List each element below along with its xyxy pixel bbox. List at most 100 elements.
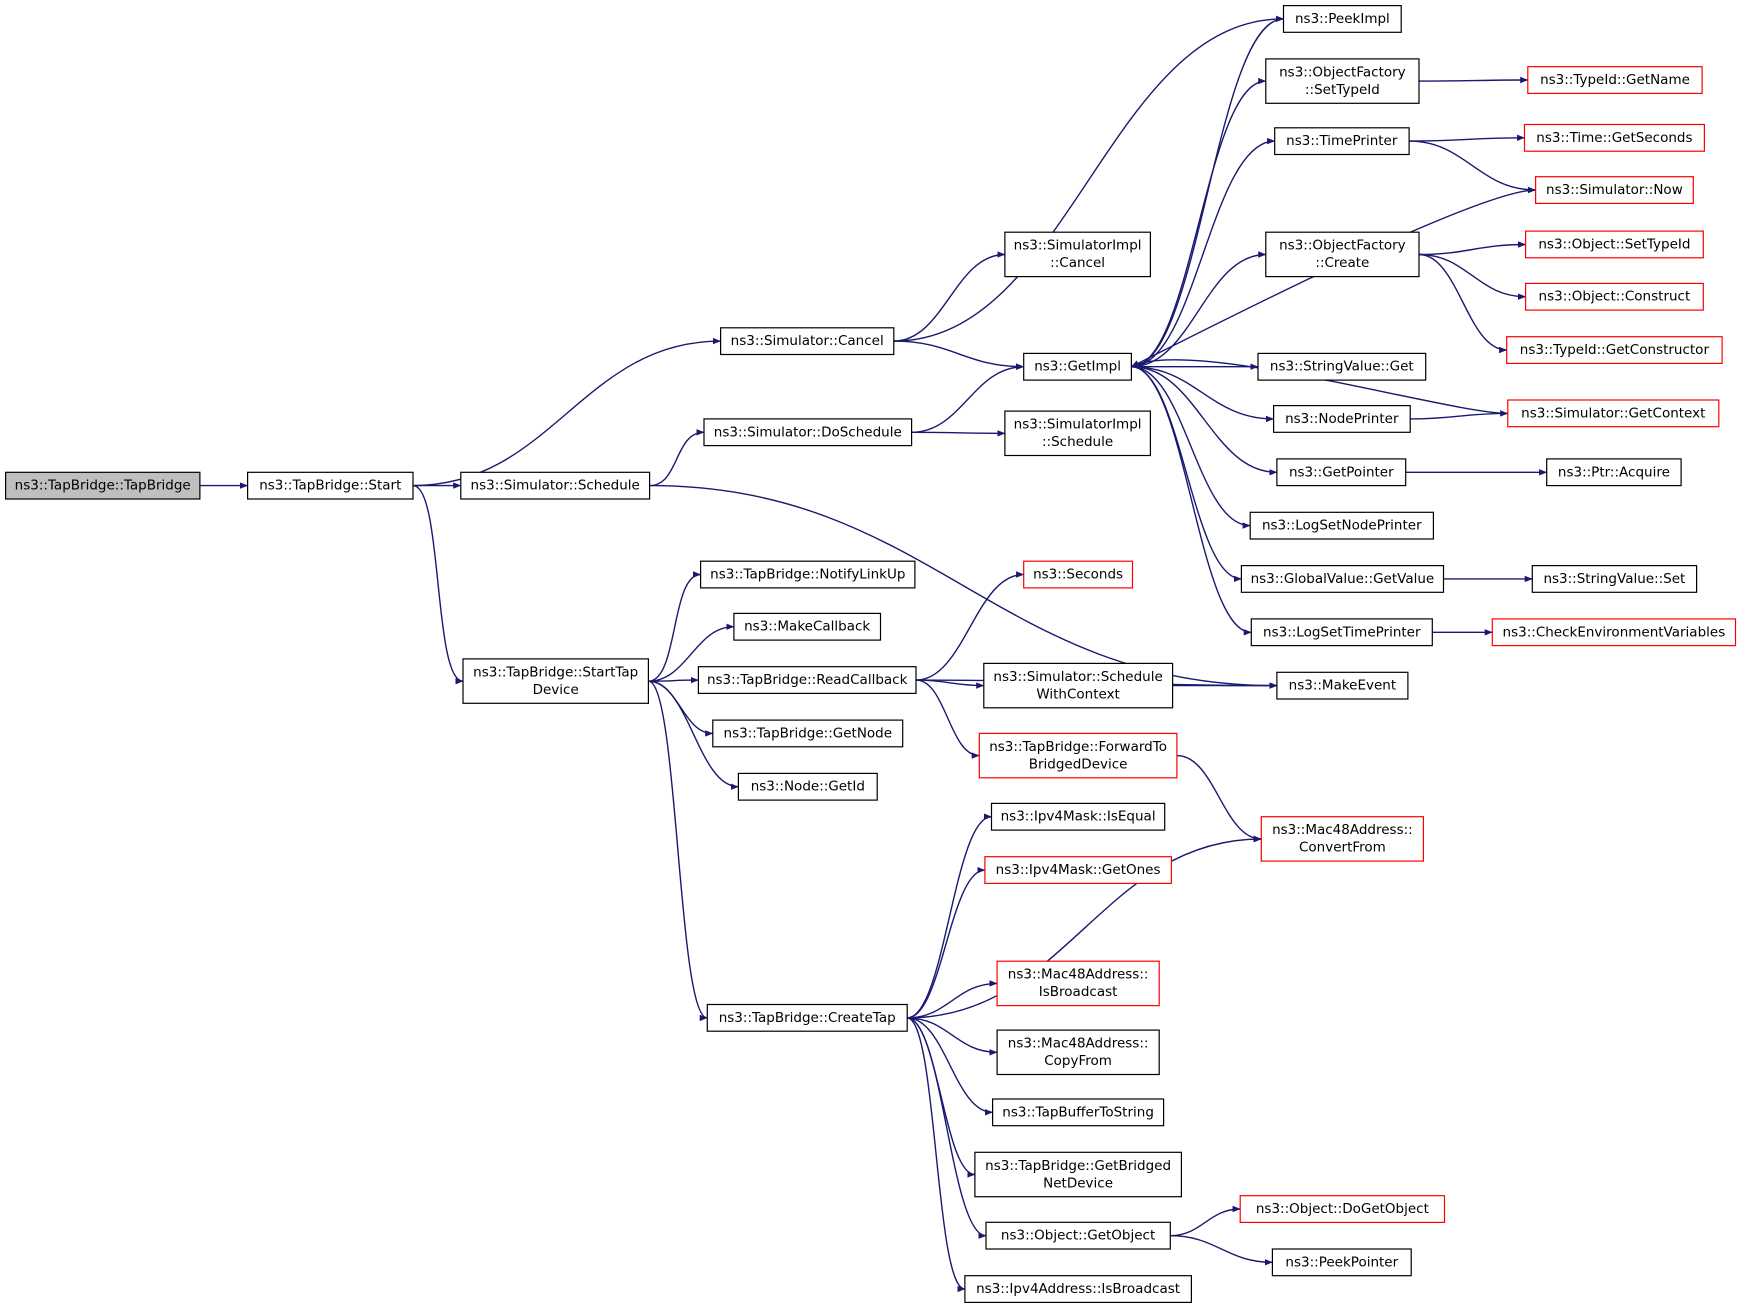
node-createtap[interactable]: ns3::TapBridge::CreateTap xyxy=(706,1003,908,1032)
node-getnode[interactable]: ns3::TapBridge::GetNode xyxy=(712,719,904,748)
node-objfactory_create[interactable]: ns3::ObjectFactory::Create xyxy=(1265,231,1420,278)
node-label: ns3::StringValue::Set xyxy=(1543,571,1685,587)
edge-getimpl-to-timeprinter xyxy=(1131,137,1276,368)
node-readcallback[interactable]: ns3::TapBridge::ReadCallback xyxy=(697,666,917,695)
node-box xyxy=(1265,58,1420,104)
node-mac48_convertfrom[interactable]: ns3::Mac48Address::ConvertFrom xyxy=(1260,816,1425,862)
node-node_getid[interactable]: ns3::Node::GetId xyxy=(737,772,878,801)
node-label: ::SetTypeId xyxy=(1305,82,1380,98)
node-box xyxy=(1524,230,1704,259)
edge-object_getobject-to-peekpointer xyxy=(1170,1235,1273,1266)
node-label: ns3::Simulator::DoSchedule xyxy=(714,424,902,440)
node-simulator_doschedule[interactable]: ns3::Simulator::DoSchedule xyxy=(703,418,913,447)
node-peekpointer[interactable]: ns3::PeekPointer xyxy=(1271,1248,1412,1277)
node-typeid_getname[interactable]: ns3::TypeId::GetName xyxy=(1527,66,1703,94)
node-seconds[interactable]: ns3::Seconds xyxy=(1023,560,1134,589)
node-label: ns3::CheckEnvironmentVariables xyxy=(1503,624,1726,640)
node-label: ::Cancel xyxy=(1050,255,1105,271)
node-label: ns3::Simulator::Schedule xyxy=(993,669,1162,685)
node-box xyxy=(719,327,895,356)
edge-simulator_doschedule-to-getimpl xyxy=(911,363,1025,433)
node-notifylinkup[interactable]: ns3::TapBridge::NotifyLinkUp xyxy=(699,560,916,589)
node-tapbridge_start[interactable]: ns3::TapBridge::Start xyxy=(247,471,414,500)
node-stringvalue_set[interactable]: ns3::StringValue::Set xyxy=(1531,564,1698,593)
node-mac48_isbroadcast[interactable]: ns3::Mac48Address::IsBroadcast xyxy=(996,960,1160,1007)
node-timeprinter[interactable]: ns3::TimePrinter xyxy=(1274,127,1410,156)
node-label: ns3::MakeEvent xyxy=(1289,678,1397,694)
edge-simulator_cancel-to-simimpl_cancel xyxy=(893,251,1006,342)
edge-tapbridge_start-to-tapbridge_starttapdevice xyxy=(412,484,464,685)
edge-timeprinter-to-time_getseconds xyxy=(1408,134,1525,142)
node-label: ns3::GetPointer xyxy=(1289,464,1394,480)
node-logsettimeprinter[interactable]: ns3::LogSetTimePrinter xyxy=(1250,618,1433,647)
node-label: ns3::Object::DoGetObject xyxy=(1256,1201,1429,1217)
node-simulator_cancel[interactable]: ns3::Simulator::Cancel xyxy=(719,327,895,356)
node-label: ::Create xyxy=(1315,255,1369,271)
node-globalvalue_getvalue[interactable]: ns3::GlobalValue::GetValue xyxy=(1240,564,1445,593)
node-simulator_schedule[interactable]: ns3::Simulator::Schedule xyxy=(460,471,651,500)
node-getpointer[interactable]: ns3::GetPointer xyxy=(1276,458,1407,487)
node-box xyxy=(1534,176,1694,204)
node-makecallback[interactable]: ns3::MakeCallback xyxy=(733,612,882,641)
node-peekimpl[interactable]: ns3::PeekImpl xyxy=(1282,4,1402,33)
node-box xyxy=(1023,560,1134,589)
node-label: CopyFrom xyxy=(1044,1053,1112,1069)
node-box xyxy=(1249,511,1434,540)
node-makeevent[interactable]: ns3::MakeEvent xyxy=(1276,671,1409,700)
node-simimpl_schedule[interactable]: ns3::SimulatorImpl::Schedule xyxy=(1004,410,1152,457)
node-object_getobject[interactable]: ns3::Object::GetObject xyxy=(985,1221,1171,1250)
edge-getimpl-to-getpointer xyxy=(1131,366,1278,476)
node-getimpl[interactable]: ns3::GetImpl xyxy=(1023,352,1133,381)
node-simulator_getcontext[interactable]: ns3::Simulator::GetContext xyxy=(1507,399,1720,428)
node-stringvalue_get[interactable]: ns3::StringValue::Get xyxy=(1257,352,1427,381)
node-label: ns3::Mac48Address:: xyxy=(1008,967,1149,983)
node-box xyxy=(990,802,1166,831)
node-tapbuffertostring[interactable]: ns3::TapBufferToString xyxy=(991,1098,1165,1127)
node-box xyxy=(996,1029,1160,1076)
node-time_getseconds[interactable]: ns3::Time::GetSeconds xyxy=(1523,123,1705,152)
node-ptr_acquire[interactable]: ns3::Ptr::Acquire xyxy=(1546,458,1682,487)
node-label: ns3::StringValue::Get xyxy=(1270,359,1414,375)
node-box xyxy=(964,1275,1193,1303)
node-ipv4addr_isbroadcast[interactable]: ns3::Ipv4Address::IsBroadcast xyxy=(964,1275,1193,1303)
edge-simulator_cancel-to-getimpl xyxy=(893,340,1025,370)
node-label: ns3::Ipv4Mask::IsEqual xyxy=(1001,809,1156,825)
node-objfactory_settypeid[interactable]: ns3::ObjectFactory::SetTypeId xyxy=(1265,58,1420,104)
node-nodeprinter[interactable]: ns3::NodePrinter xyxy=(1272,405,1411,433)
edge-createtap-to-mac48_copyfrom xyxy=(907,1017,998,1056)
node-object_construct[interactable]: ns3::Object::Construct xyxy=(1524,282,1704,311)
node-logsetnodeprinter[interactable]: ns3::LogSetNodePrinter xyxy=(1249,511,1434,540)
node-mac48_copyfrom[interactable]: ns3::Mac48Address::CopyFrom xyxy=(996,1029,1160,1076)
node-box xyxy=(1527,66,1703,94)
node-checkenvvars[interactable]: ns3::CheckEnvironmentVariables xyxy=(1491,618,1737,647)
node-label: ns3::NodePrinter xyxy=(1285,411,1399,427)
node-tapbridge_tapbridge[interactable]: ns3::TapBridge::TapBridge xyxy=(4,471,201,500)
node-box xyxy=(1531,564,1698,593)
node-box xyxy=(1523,123,1705,152)
edge-getimpl-to-globalvalue_getvalue xyxy=(1131,366,1242,583)
node-label: ns3::PeekPointer xyxy=(1285,1254,1398,1270)
node-object_dogetobject[interactable]: ns3::Object::DoGetObject xyxy=(1239,1195,1446,1223)
node-label: ns3::Ptr::Acquire xyxy=(1558,464,1670,480)
node-label: BridgedDevice xyxy=(1029,756,1128,772)
node-label: ns3::Seconds xyxy=(1033,567,1123,583)
edge-objfactory_settypeid-to-typeid_getname xyxy=(1418,76,1529,84)
node-object_settypeid[interactable]: ns3::Object::SetTypeId xyxy=(1524,230,1704,259)
node-box xyxy=(1023,352,1133,381)
node-box xyxy=(1240,564,1445,593)
node-ipv4mask_getones[interactable]: ns3::Ipv4Mask::GetOnes xyxy=(984,856,1173,885)
edge-createtap-to-ipv4mask_getones xyxy=(907,866,986,1019)
edge-objfactory_create-to-typeid_getconstructor xyxy=(1418,253,1508,354)
node-label: ns3::LogSetTimePrinter xyxy=(1263,624,1421,640)
node-typeid_getconstructor[interactable]: ns3::TypeId::GetConstructor xyxy=(1506,336,1723,365)
node-ipv4mask_isequal[interactable]: ns3::Ipv4Mask::IsEqual xyxy=(990,802,1166,831)
node-label: ns3::TapBridge::ReadCallback xyxy=(707,672,908,688)
node-simimpl_cancel[interactable]: ns3::SimulatorImpl::Cancel xyxy=(1004,231,1152,278)
node-simulator_now[interactable]: ns3::Simulator::Now xyxy=(1534,176,1694,204)
edge-nodeprinter-to-simulator_getcontext xyxy=(1410,410,1509,420)
